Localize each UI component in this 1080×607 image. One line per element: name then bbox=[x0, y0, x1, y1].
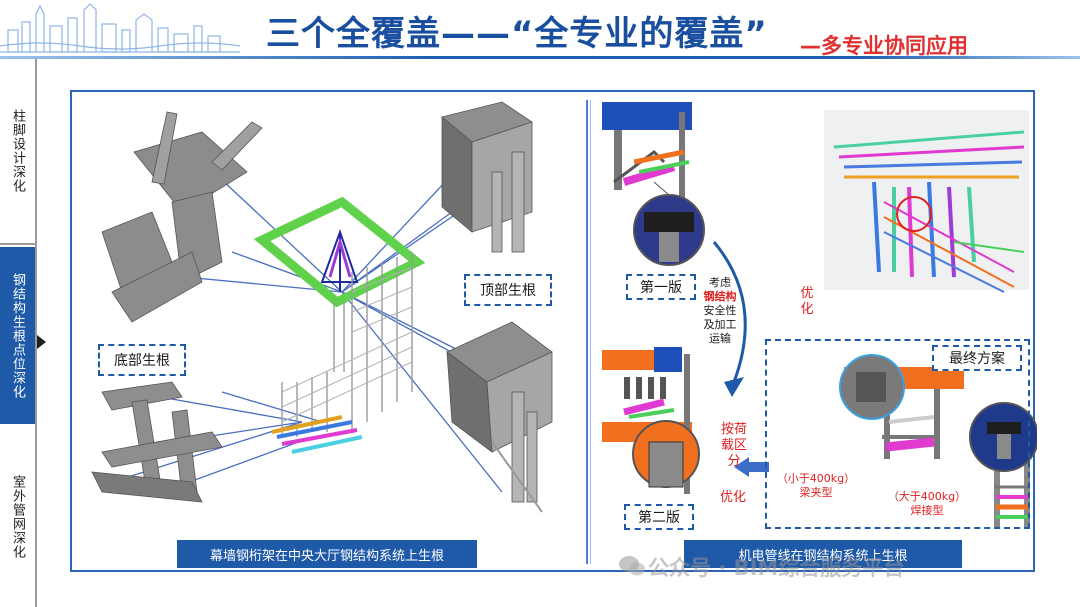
consider-suffix: 安全性及加工运输 bbox=[703, 304, 737, 345]
option-large: （大于400kg） 焊接型 bbox=[887, 490, 967, 518]
label-version-2: 第二版 bbox=[624, 504, 694, 530]
final-solution-box bbox=[765, 339, 1030, 529]
curtain-wall-truss-illustration bbox=[91, 101, 553, 513]
sidebar-item-label: 钢结构生根点位深化 bbox=[10, 272, 25, 399]
label-bottom-root: 底部生根 bbox=[98, 344, 186, 376]
mep-pipeline-illustration bbox=[602, 102, 1037, 527]
sidebar: 柱脚设计深化 钢结构生根点位深化 室外管网深化 bbox=[0, 59, 37, 607]
page-title: 三个全覆盖——“全专业的覆盖” bbox=[266, 14, 768, 54]
optimize-label-top: 优化 bbox=[800, 286, 814, 317]
label-top-root: 顶部生根 bbox=[464, 274, 552, 306]
watermark: 公众号 · BIM综合服务平台 bbox=[648, 556, 905, 580]
sidebar-item-label: 室外管网深化 bbox=[10, 474, 25, 559]
option-large-weight: （大于400kg） bbox=[887, 490, 967, 503]
sidebar-item-steel-root-points[interactable]: 钢结构生根点位深化 bbox=[0, 247, 35, 424]
panel-divider bbox=[586, 100, 591, 564]
load-split-label: 按荷载区分 bbox=[720, 422, 747, 469]
header-divider bbox=[0, 56, 1080, 59]
sidebar-item-outdoor-pipes[interactable]: 室外管网深化 bbox=[0, 426, 35, 607]
content-frame: 顶部生根 底部生根 幕墙钢桁架在中央大厅钢结构系统上生根 bbox=[70, 90, 1037, 572]
sidebar-item-column-base[interactable]: 柱脚设计深化 bbox=[0, 59, 35, 245]
optimize-label-bottom: 优化 bbox=[720, 490, 747, 505]
consider-prefix: 考虑 bbox=[709, 276, 731, 289]
header: 三个全覆盖——“全专业的覆盖” —多专业协同应用 bbox=[0, 0, 1080, 60]
city-skyline-image bbox=[0, 3, 240, 53]
consider-note: 考虑 钢结构 安全性及加工运输 bbox=[700, 276, 740, 346]
label-version-1: 第一版 bbox=[626, 274, 696, 300]
right-caption: 机电管线在钢结构系统上生根 bbox=[684, 540, 962, 568]
option-small-weight: （小于400kg） bbox=[776, 472, 856, 485]
option-small: （小于400kg） 梁夹型 bbox=[776, 472, 856, 500]
page-subtitle: —多专业协同应用 bbox=[800, 34, 968, 58]
left-caption: 幕墙钢桁架在中央大厅钢结构系统上生根 bbox=[177, 540, 477, 568]
sidebar-item-label: 柱脚设计深化 bbox=[10, 109, 25, 193]
wechat-icon bbox=[619, 556, 645, 576]
option-large-type: 焊接型 bbox=[910, 504, 944, 517]
active-indicator-arrow-icon bbox=[37, 335, 46, 349]
consider-highlight: 钢结构 bbox=[703, 290, 737, 303]
option-small-type: 梁夹型 bbox=[799, 486, 833, 499]
label-final-solution: 最终方案 bbox=[932, 345, 1022, 371]
